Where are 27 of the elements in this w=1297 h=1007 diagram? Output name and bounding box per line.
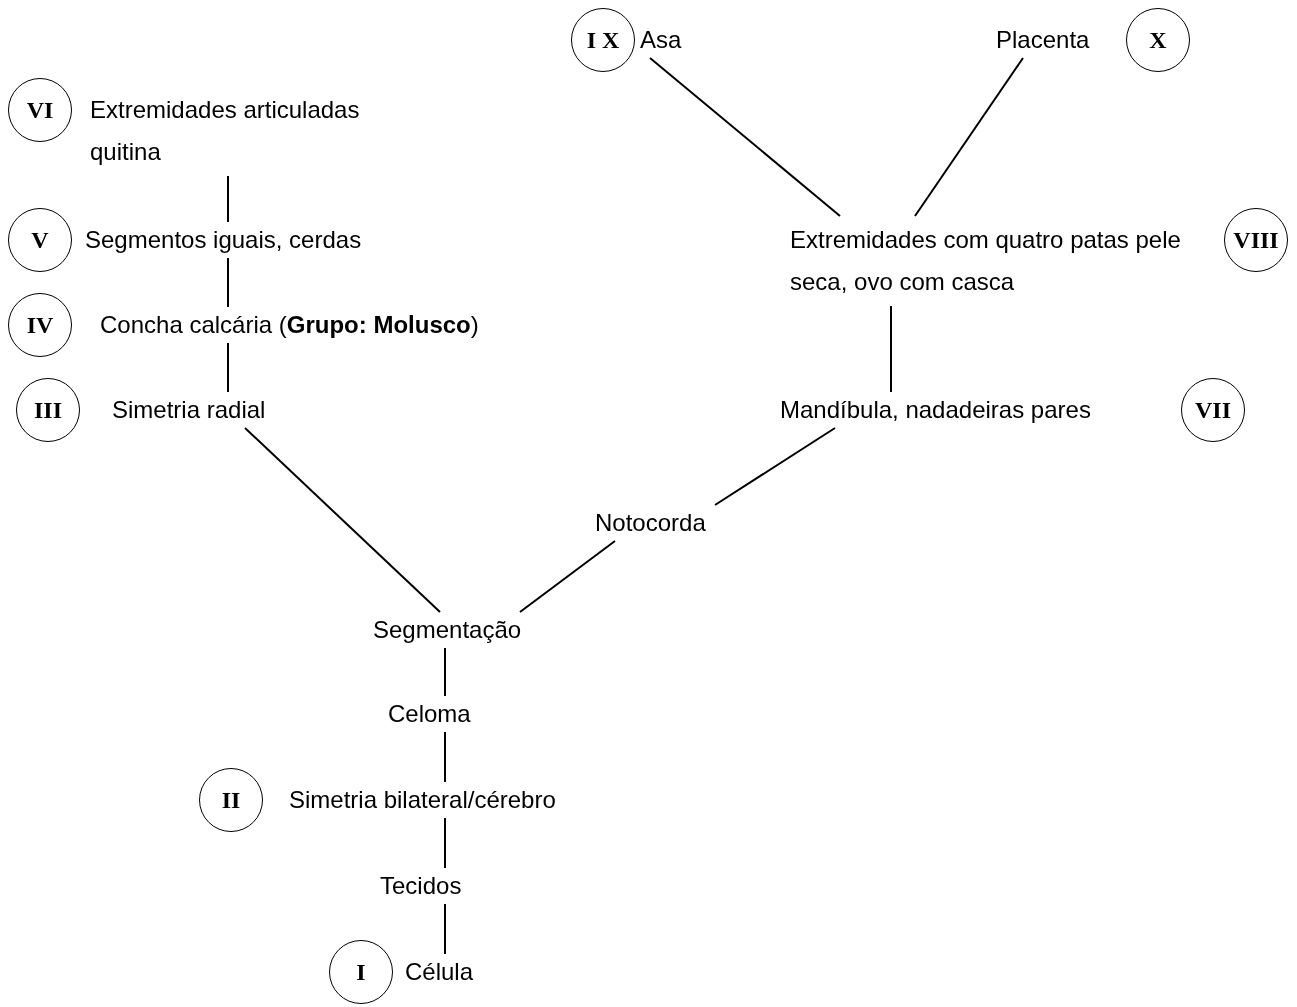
trait-label: Placenta	[996, 25, 1090, 55]
connector-line	[444, 647, 446, 697]
connector-line	[444, 817, 446, 869]
connector-line	[444, 731, 446, 783]
connector-line	[444, 903, 446, 955]
trait-label: Segmentos iguais, cerdas	[85, 225, 362, 255]
trait-label: Segmentação	[373, 615, 522, 645]
connector-line	[914, 57, 1024, 217]
trait-label: Extremidades articuladas quitina	[90, 89, 435, 173]
trait-label: Notocorda	[595, 508, 706, 538]
trait-label: Simetria radial	[112, 395, 266, 425]
trait-label: Simetria bilateral/cérebro	[289, 785, 556, 815]
connector-line	[649, 57, 841, 217]
trait-label: Concha calcária (Grupo: Molusco)	[100, 310, 479, 340]
connector-line	[227, 257, 229, 308]
connector-line	[519, 540, 616, 613]
trait-label: Celoma	[388, 699, 471, 729]
connector-line	[714, 427, 836, 506]
connector-line	[227, 175, 229, 223]
connector-line	[227, 342, 229, 393]
connector-line	[890, 305, 892, 393]
trait-label: Extremidades com quatro patas pele seca, ovo com casca	[790, 219, 1215, 303]
trait-label: Tecidos	[380, 871, 462, 901]
trait-label: Célula	[405, 957, 474, 987]
connector-line	[244, 427, 441, 613]
trait-label: Asa	[640, 25, 682, 55]
trait-label: Mandíbula, nadadeiras pares	[780, 395, 1091, 425]
